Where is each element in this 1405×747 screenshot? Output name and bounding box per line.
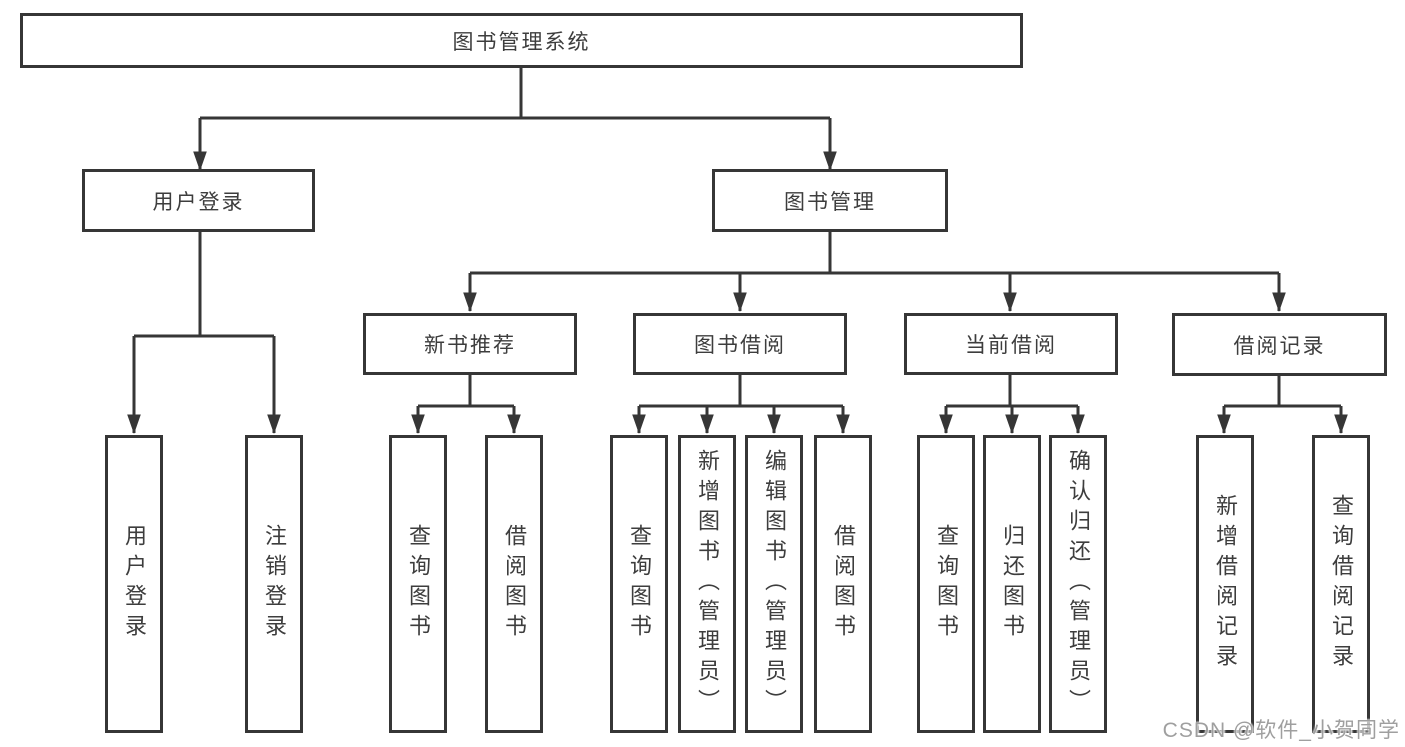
leaf-return-book-label: 归还图书 bbox=[1000, 524, 1025, 644]
node-library-system-label: 图书管理系统 bbox=[452, 30, 591, 54]
leaf-return-book: 归还图书 bbox=[983, 435, 1041, 733]
node-new-book-recommend: 新书推荐 bbox=[363, 313, 577, 375]
leaf-query-borrow-record-label: 查询借阅记录 bbox=[1329, 494, 1354, 674]
leaf-query-books-borrow-label: 查询图书 bbox=[627, 524, 652, 644]
leaf-confirm-return-admin-label: 确认归还（管理员） bbox=[1066, 449, 1091, 719]
leaf-edit-book-admin: 编辑图书（管理员） bbox=[745, 435, 803, 733]
leaf-confirm-return-admin: 确认归还（管理员） bbox=[1049, 435, 1107, 733]
leaf-query-books-borrow: 查询图书 bbox=[610, 435, 668, 733]
node-new-book-recommend-label: 新书推荐 bbox=[424, 334, 516, 357]
leaf-query-books-current-label: 查询图书 bbox=[934, 524, 959, 644]
leaf-borrow-books: 借阅图书 bbox=[814, 435, 872, 733]
node-borrowing-records: 借阅记录 bbox=[1172, 313, 1387, 376]
leaf-borrow-books-recommend-label: 借阅图书 bbox=[502, 524, 527, 644]
leaf-logout-label: 注销登录 bbox=[262, 524, 287, 644]
node-book-borrowing: 图书借阅 bbox=[633, 313, 847, 375]
node-book-management: 图书管理 bbox=[712, 169, 948, 232]
leaf-query-books-recommend-label: 查询图书 bbox=[406, 524, 431, 644]
leaf-logout: 注销登录 bbox=[245, 435, 303, 733]
leaf-add-borrow-record-label: 新增借阅记录 bbox=[1213, 494, 1238, 674]
leaf-query-books-recommend: 查询图书 bbox=[389, 435, 447, 733]
node-user-login: 用户登录 bbox=[82, 169, 315, 232]
leaf-borrow-books-recommend: 借阅图书 bbox=[485, 435, 543, 733]
leaf-query-borrow-record: 查询借阅记录 bbox=[1312, 435, 1370, 733]
leaf-user-login-label: 用户登录 bbox=[122, 524, 147, 644]
node-current-borrowing: 当前借阅 bbox=[904, 313, 1118, 375]
leaf-query-books-current: 查询图书 bbox=[917, 435, 975, 733]
leaf-borrow-books-label: 借阅图书 bbox=[831, 524, 856, 644]
leaf-add-borrow-record: 新增借阅记录 bbox=[1196, 435, 1254, 733]
csdn-watermark: CSDN @软件_小贺同学 bbox=[1162, 719, 1400, 742]
node-book-management-label: 图书管理 bbox=[784, 190, 876, 214]
node-user-login-label: 用户登录 bbox=[152, 190, 245, 214]
leaf-add-book-admin: 新增图书（管理员） bbox=[678, 435, 736, 733]
node-current-borrowing-label: 当前借阅 bbox=[965, 334, 1057, 357]
node-book-borrowing-label: 图书借阅 bbox=[694, 334, 786, 357]
leaf-user-login: 用户登录 bbox=[105, 435, 163, 733]
leaf-add-book-admin-label: 新增图书（管理员） bbox=[695, 449, 720, 719]
node-borrowing-records-label: 借阅记录 bbox=[1233, 334, 1326, 358]
leaf-edit-book-admin-label: 编辑图书（管理员） bbox=[762, 449, 787, 719]
node-library-system: 图书管理系统 bbox=[20, 13, 1023, 68]
